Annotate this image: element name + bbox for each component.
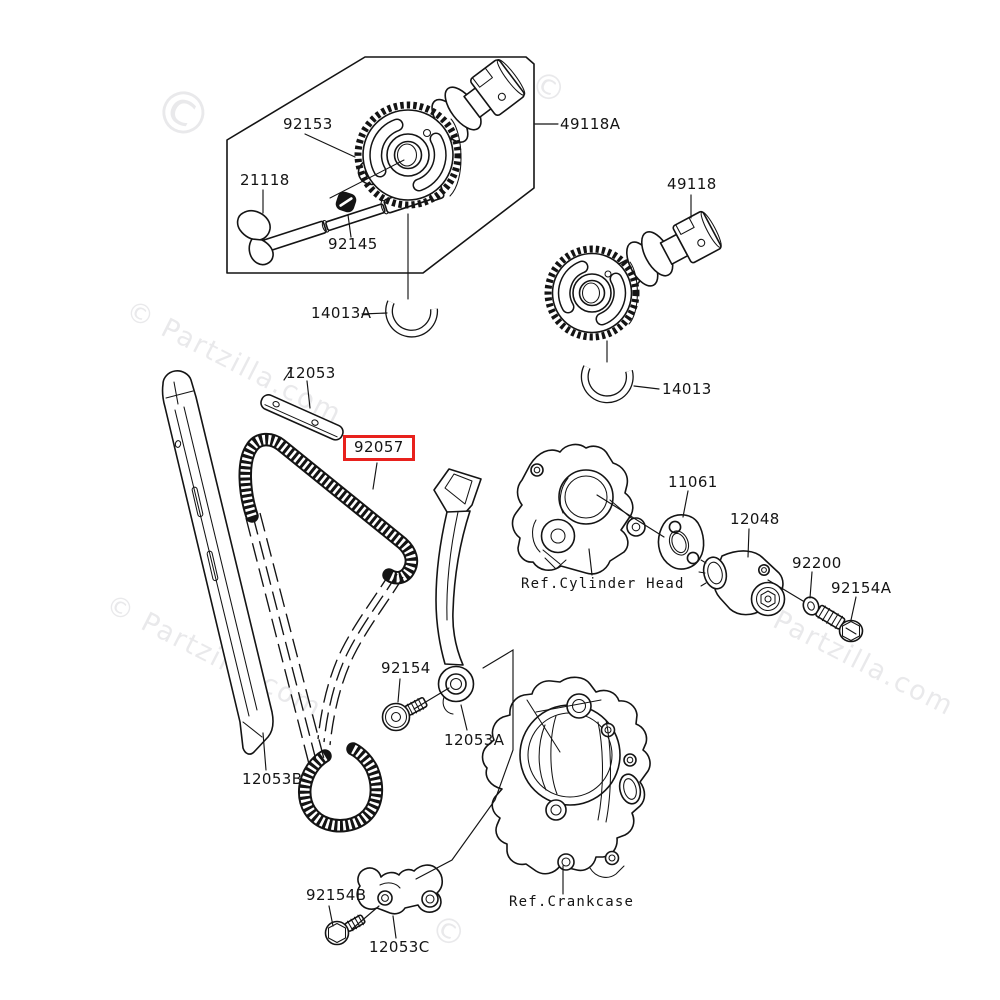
guide-bolt-drawing [381,696,428,732]
part-label-12053[interactable]: 12053 [286,364,336,382]
watermark-symbol: © [142,70,226,158]
highlighted-part-label-92057[interactable]: 92057 [343,435,415,461]
rear-chain-guide-drawing [433,468,482,715]
part-label-12053A[interactable]: 12053A [444,731,505,749]
part-label-14013A[interactable]: 14013A [311,304,372,322]
part-label-12053B[interactable]: 12053B [242,770,303,788]
part-label-92153[interactable]: 92153 [283,115,333,133]
ref-label-cylinder-head: Ref.Cylinder Head [521,576,685,592]
tensioner-bolt-drawing [815,604,864,643]
leader-lines [262,123,857,939]
crankcase-drawing [481,676,651,878]
part-label-92154B[interactable]: 92154B [306,886,367,904]
chain-tensioner-drawing [698,550,786,617]
part-label-92154A[interactable]: 92154A [831,579,892,597]
ref-label-crankcase: Ref.Crankcase [509,894,635,910]
part-label-12048[interactable]: 12048 [730,510,780,528]
camshaft-cap-shim-drawing [580,365,634,404]
chain-guide-bracket-drawing [356,864,444,915]
camshaft-assembly-49118-drawing [544,210,722,341]
watermark-symbol: © [424,906,474,958]
cylinder-head-drawing [511,443,646,575]
cam-chain-drawing [245,440,411,826]
camshaft-assembly-49118A-drawing [329,59,526,209]
part-label-92200[interactable]: 92200 [792,554,842,572]
part-label-92154[interactable]: 92154 [381,659,431,677]
upper-chain-guide-drawing [260,394,344,441]
rubber-damper-drawing [335,191,357,213]
watermark-symbol: © [524,62,574,114]
part-label-12053C[interactable]: 12053C [369,938,430,956]
part-label-49118A[interactable]: 49118A [560,115,621,133]
washer-drawing [802,596,820,616]
part-label-21118[interactable]: 21118 [240,171,290,189]
bracket-bolt-drawing [324,914,366,946]
front-chain-guide-drawing [161,370,274,755]
part-label-92145[interactable]: 92145 [328,235,378,253]
assembly-box-outline [226,56,535,274]
camshaft-cap-shim-A-drawing [385,300,439,338]
part-label-14013[interactable]: 14013 [662,380,712,398]
part-label-49118[interactable]: 49118 [667,175,717,193]
tensioner-gasket-drawing [657,514,705,570]
part-label-11061[interactable]: 11061 [668,473,718,491]
